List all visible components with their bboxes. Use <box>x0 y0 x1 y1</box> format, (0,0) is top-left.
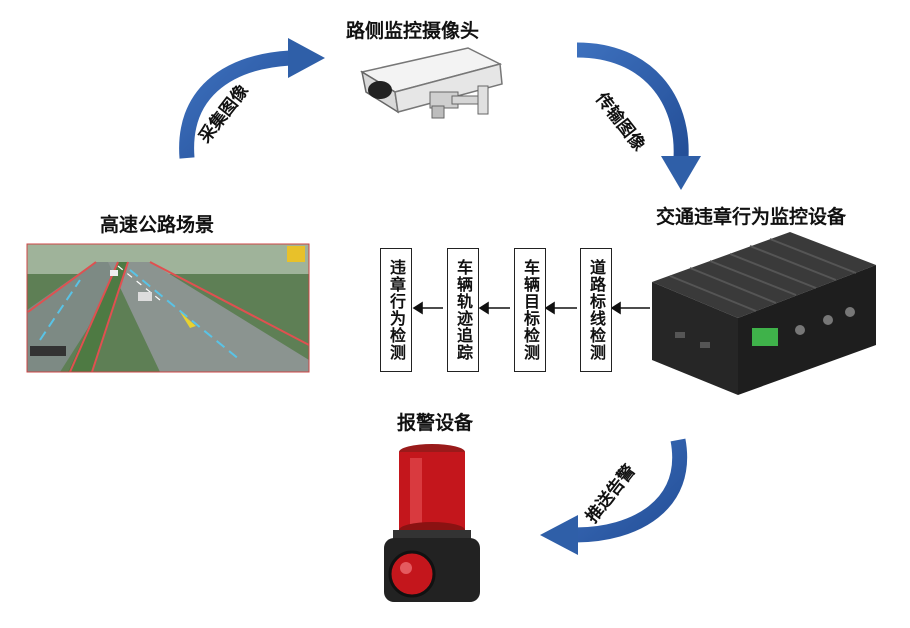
alarm-light-icon <box>384 444 480 602</box>
pipeline-step-lane-line-detection: 道路标线检测 <box>580 248 612 372</box>
push-arrow <box>540 438 688 555</box>
mini-pc-icon <box>652 232 876 395</box>
pipeline-connectors <box>412 301 650 315</box>
camera-icon <box>360 47 503 119</box>
highway-photo <box>26 243 310 373</box>
alarm-label: 报警设备 <box>397 412 474 434</box>
pipeline-step-vehicle-detection: 车辆目标检测 <box>514 248 546 372</box>
pipeline-step-violation-detection: 违章行为检测 <box>380 248 412 372</box>
camera-label: 路侧监控摄像头 <box>346 20 480 42</box>
collect-arrow <box>179 38 325 159</box>
transmit-arrow <box>576 42 701 190</box>
pipeline-step-vehicle-tracking: 车辆轨迹追踪 <box>447 248 479 372</box>
highway-label: 高速公路场景 <box>100 214 215 236</box>
controller-label: 交通违章行为监控设备 <box>656 206 847 228</box>
